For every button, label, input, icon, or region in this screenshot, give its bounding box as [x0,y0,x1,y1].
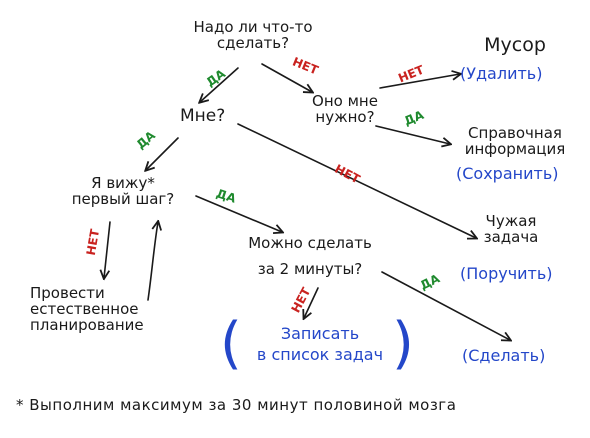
node-list: Записать в список задач [246,324,394,364]
node-planning-line2: естественное [30,299,139,318]
edge-see-planning [104,221,111,278]
edge-start-me [200,67,239,102]
node-trash-label: Мусор [484,34,546,56]
edge-twomin-list [304,287,319,318]
node-two-min: Можно сделать за 2 минуты? [232,234,388,278]
edge-need-reference [375,125,450,144]
edge-me-other [237,123,476,238]
footnote: * Выполним максимум за 30 минут половино… [16,396,457,414]
node-other-line1: Чужая [485,212,537,230]
node-reference: Справочная информация [452,124,578,158]
node-other-action: (Поручить) [460,264,553,283]
node-list-right-paren: ) [392,311,414,376]
node-trash: Мусор [470,34,560,56]
node-other-line2: задача [483,227,539,246]
node-list-line1: Записать [280,324,360,343]
node-trash-action: (Удалить) [460,64,543,83]
node-start-line1: Надо ли что-то [193,18,313,36]
node-two-min-line2: за 2 минуты? [257,259,363,278]
edge-twomin-do [381,271,510,340]
edge-planning-see [147,222,158,301]
node-me: Мне? [180,106,226,126]
node-planning: Провести естественное планирование [30,284,144,334]
node-see-step-line2: первый шаг? [71,189,175,208]
node-start-line2: сделать? [216,33,290,52]
node-other: Чужая задача [468,212,554,246]
edge-me-see [146,137,179,170]
node-reference-line1: Справочная [468,124,562,142]
node-two-min-line1: Можно сделать [248,234,372,252]
node-need-line1: Оно мне [312,92,378,110]
node-list-line2: в список задач [256,344,384,364]
node-do-action: (Сделать) [462,346,546,365]
node-need: Оно мне нужно? [300,92,390,126]
node-see-step-line1: Я вижу* [91,174,155,192]
node-planning-line3: планирование [30,315,144,334]
node-start: Надо ли что-то сделать? [188,18,318,52]
node-reference-action: (Сохранить) [456,164,559,183]
edge-need-trash [379,74,460,89]
node-see-step: Я вижу* первый шаг? [58,174,188,208]
edge-see-twomin [195,195,282,232]
node-reference-line2: информация [464,139,566,158]
node-planning-line1: Провести [30,284,105,302]
node-me-label: Мне? [180,106,226,126]
node-list-left-paren: ( [220,311,242,376]
node-need-line2: нужно? [315,107,375,126]
edge-start-need [261,63,312,92]
